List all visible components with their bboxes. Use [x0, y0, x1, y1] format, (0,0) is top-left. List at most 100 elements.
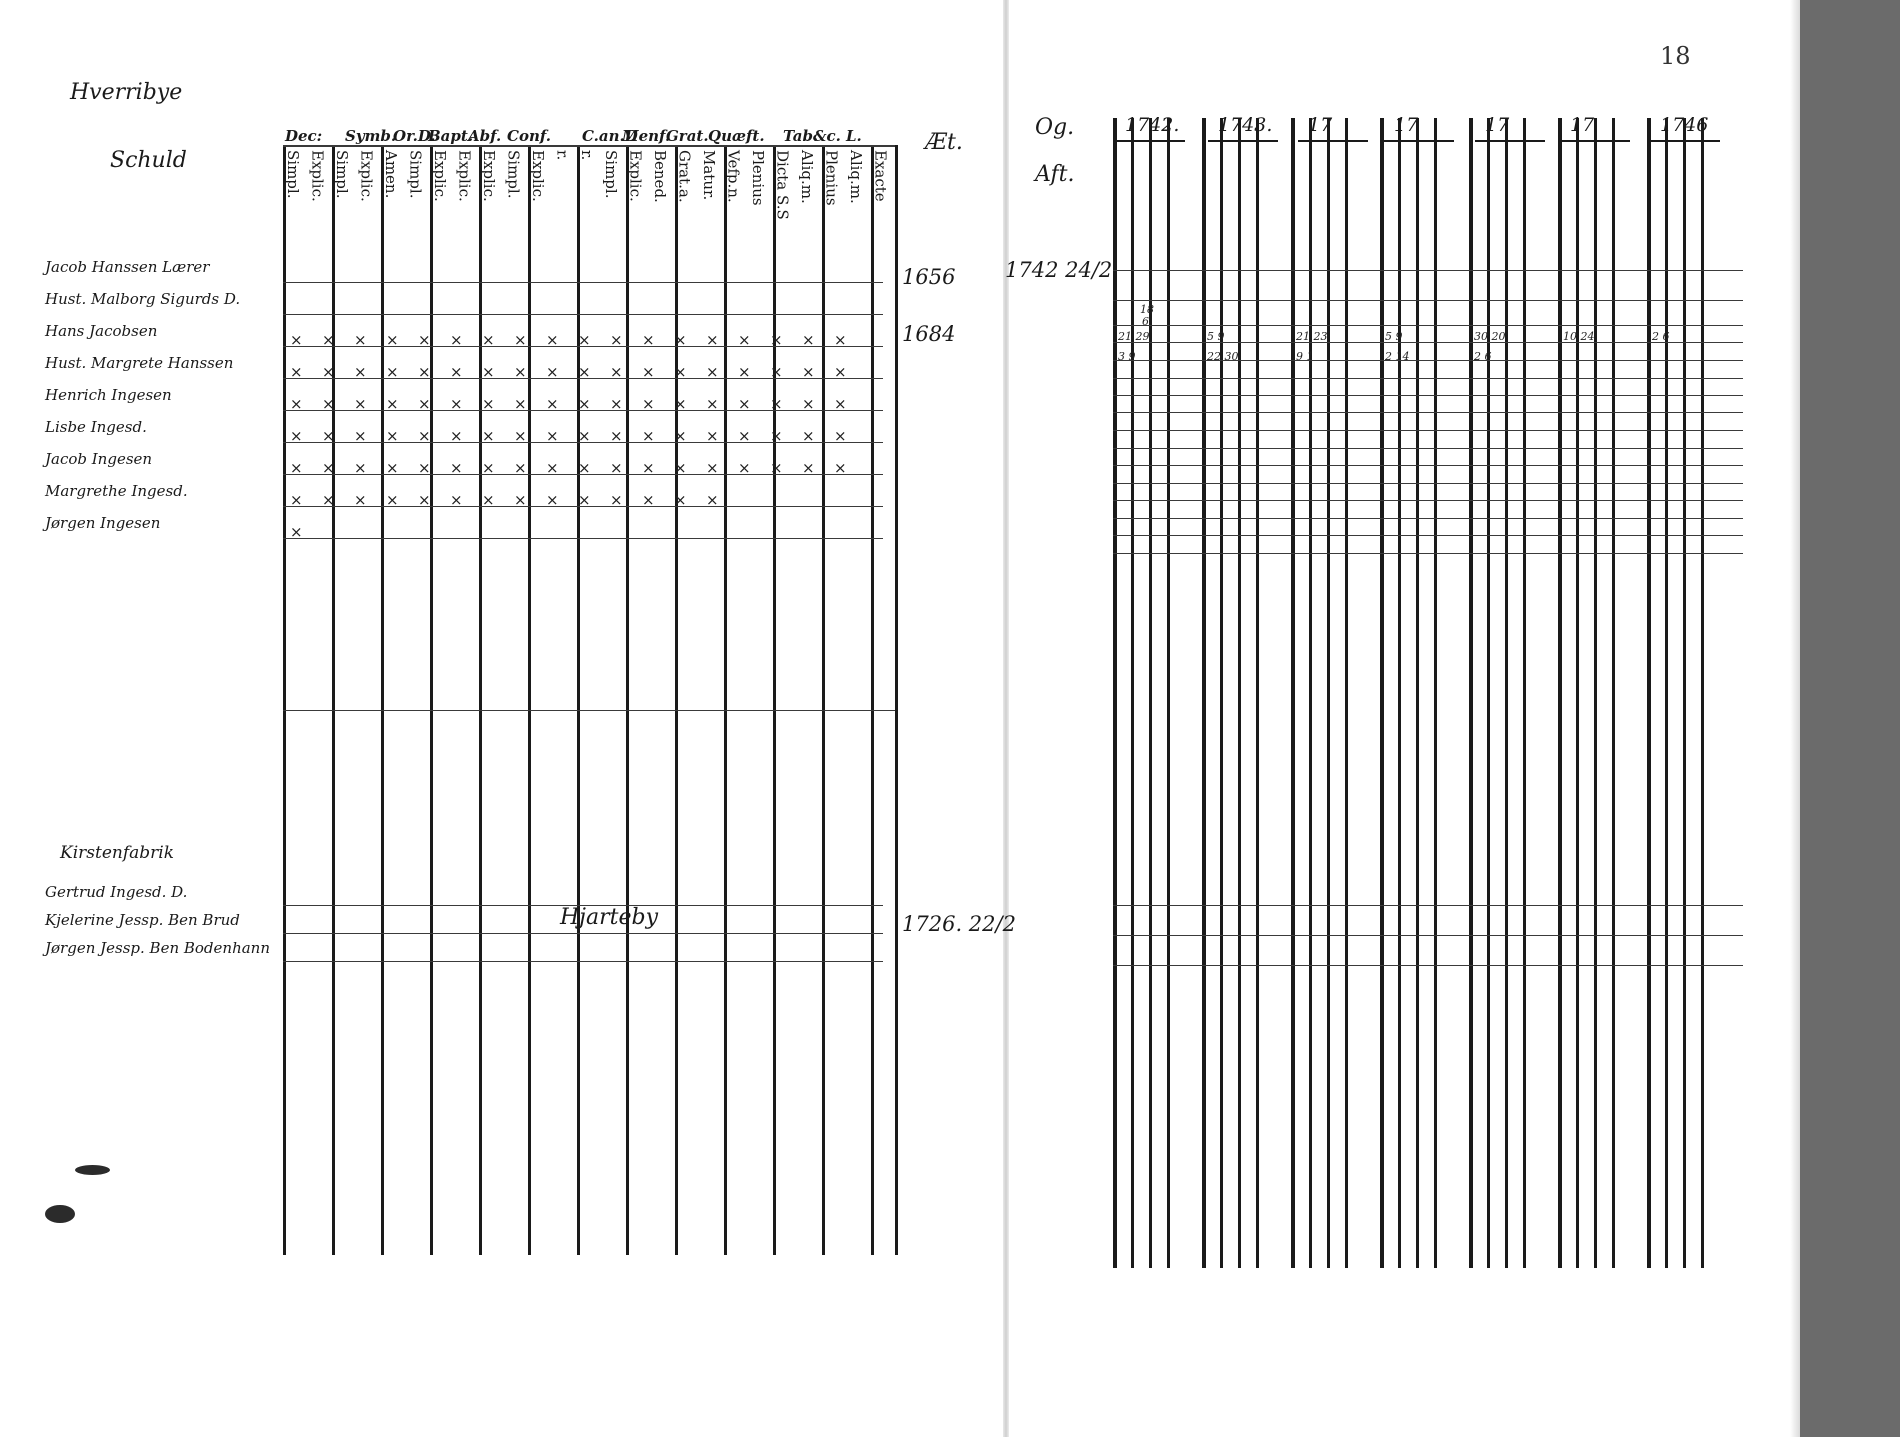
right-rule [1256, 118, 1259, 1268]
exam-cross: × [450, 363, 463, 381]
right-row-rule [1113, 500, 1743, 501]
right-row-rule-2 [1113, 935, 1743, 936]
exam-entry: 5 9 [1207, 330, 1225, 343]
exam-cross: × [514, 459, 527, 477]
exam-cross: × [706, 331, 719, 349]
row-rule [283, 378, 883, 379]
exam-entry: 3 9 [1118, 350, 1136, 363]
exam-entry: 2 6 [1474, 350, 1492, 363]
left-rule [331, 145, 335, 1255]
exam-cross: × [514, 331, 527, 349]
year-heading: 17 [1485, 114, 1510, 136]
exam-cross: × [610, 395, 623, 413]
right-row-rule-2 [1113, 965, 1743, 966]
exam-cross: × [290, 491, 303, 509]
exam-cross: × [482, 331, 495, 349]
exam-cross: × [834, 331, 847, 349]
exam-cross: × [802, 427, 815, 445]
column-heading-21: Aliq.m. [798, 150, 817, 204]
exam-cross: × [418, 331, 431, 349]
left-rule [478, 145, 482, 1255]
row-rule [283, 346, 883, 347]
right-rule [1149, 118, 1152, 1268]
book-gutter [1003, 0, 1009, 1437]
exam-cross: × [706, 459, 719, 477]
exam-cross: × [578, 395, 591, 413]
exam-cross: × [450, 459, 463, 477]
ink-blot-2 [75, 1165, 110, 1175]
person-name: Margrethe Ingesd. [45, 482, 188, 500]
exam-cross: × [546, 427, 559, 445]
exam-cross: × [514, 427, 527, 445]
column-heading-8: Explic. [479, 150, 498, 202]
right-row-rule [1113, 342, 1743, 343]
year-underline [1384, 140, 1454, 142]
exam-cross: × [642, 363, 655, 381]
row-rule [283, 314, 883, 315]
row-rule [283, 474, 883, 475]
exam-cross: × [546, 395, 559, 413]
exam-cross: × [738, 331, 751, 349]
row-rule-2 [283, 961, 883, 962]
exam-cross: × [322, 427, 335, 445]
column-group-4: Abf. [468, 127, 502, 145]
row-rule-2 [283, 905, 883, 906]
right-row-rule [1113, 465, 1743, 466]
birth-year-2: 1684 [902, 322, 956, 346]
right-row-rule [1113, 378, 1743, 379]
exam-cross: × [322, 331, 335, 349]
column-group-11: &c. [813, 127, 841, 145]
parish-heading-2: Schuld [110, 148, 187, 173]
person-name: Hust. Malborg Sigurds D. [45, 290, 241, 308]
right-rule [1416, 118, 1419, 1268]
exam-cross: × [354, 491, 367, 509]
exam-cross: × [290, 523, 303, 541]
right-row-rule [1113, 300, 1743, 301]
exam-cross: × [546, 331, 559, 349]
exam-cross: × [546, 363, 559, 381]
right-row-rule [1113, 483, 1743, 484]
column-heading-2: Simpl. [332, 150, 351, 199]
year-heading: 17 [1570, 114, 1595, 136]
exam-cross: × [418, 491, 431, 509]
exam-entry: 5 9 [1385, 330, 1403, 343]
left-header-rule [283, 145, 895, 147]
scanner-background [1800, 0, 1900, 1437]
exam-cross: × [354, 363, 367, 381]
exam-cross: × [514, 395, 527, 413]
column-heading-23: Aliq.m. [847, 150, 866, 204]
column-heading-7: Explic. [455, 150, 474, 202]
exam-cross: × [610, 331, 623, 349]
right-rule [1380, 118, 1384, 1268]
exam-entry: 21 29 [1118, 330, 1150, 343]
column-heading-17: Matur. [700, 150, 719, 201]
exam-cross: × [386, 363, 399, 381]
column-heading-10: Explic. [528, 150, 547, 202]
year-heading: 1743. [1218, 114, 1273, 136]
exam-cross: × [386, 427, 399, 445]
right-row-rule [1113, 518, 1743, 519]
exam-cross: × [802, 331, 815, 349]
right-rule [1113, 118, 1117, 1268]
right-rule [1202, 118, 1206, 1268]
right-row-rule [1113, 448, 1743, 449]
exam-cross: × [674, 459, 687, 477]
left-rule [674, 145, 678, 1255]
exam-cross: × [802, 459, 815, 477]
exam-cross: × [706, 363, 719, 381]
person-name: Jørgen Ingesen [45, 514, 161, 532]
right-rule [1558, 118, 1562, 1268]
exam-cross: × [354, 331, 367, 349]
column-heading-13: Simpl. [602, 150, 621, 199]
exam-cross: × [738, 459, 751, 477]
exam-cross: × [610, 491, 623, 509]
exam-cross: × [386, 395, 399, 413]
left-header-rule-2 [283, 710, 895, 711]
exam-cross: × [674, 427, 687, 445]
person-name: Jacob Ingesen [45, 450, 153, 468]
column-group-2: Or.D. [393, 127, 436, 145]
right-rule [1487, 118, 1490, 1268]
right-rule [1291, 118, 1295, 1268]
right-row-rule [1113, 395, 1743, 396]
right-rule [1309, 118, 1312, 1268]
